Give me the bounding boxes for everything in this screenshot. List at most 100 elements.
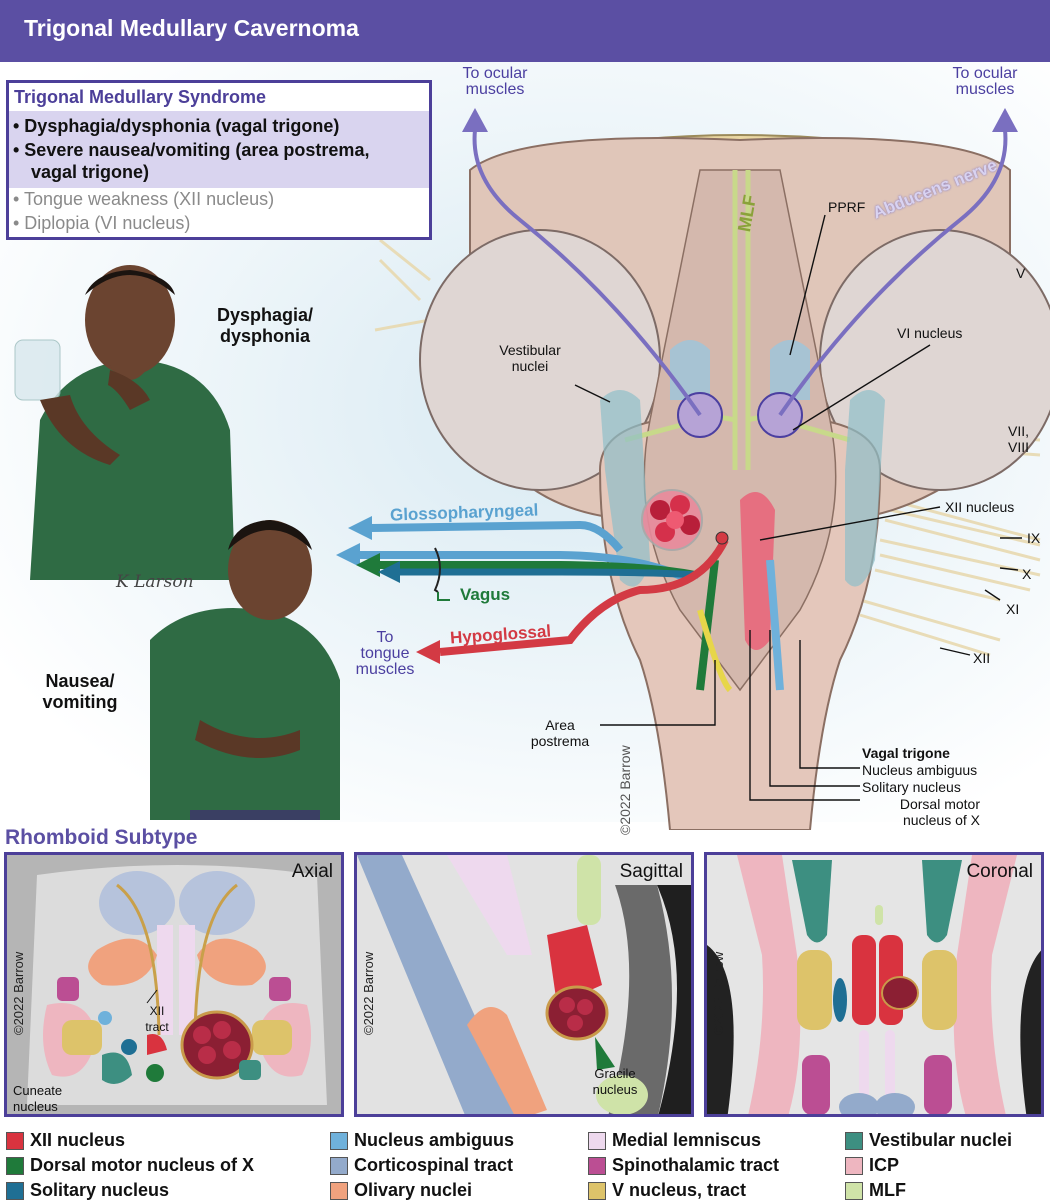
legend-item-medial-lemniscus: Medial lemniscus: [588, 1130, 761, 1151]
patient-nausea-figure: [150, 520, 340, 820]
legend-swatch: [588, 1156, 606, 1175]
label-pprf: PPRF: [828, 199, 866, 215]
label-cuneate-nucleus: Cuneate nucleus: [13, 1083, 63, 1114]
label-xii-tract: XII tract: [145, 1004, 169, 1034]
legend-swatch: [588, 1131, 606, 1150]
vestibular-nuclei-right: [845, 390, 885, 587]
legend-item-spinothalamic: Spinothalamic tract: [588, 1155, 779, 1176]
pprf-left: [670, 340, 710, 400]
vestibular-nuclei-left: [600, 390, 650, 587]
label-to-ocular-right: To ocular muscles: [952, 65, 1018, 98]
legend-swatch: [845, 1181, 863, 1200]
legend-item-dorsal-motor: Dorsal motor nucleus of X: [6, 1155, 254, 1176]
abducens-nerve-left: [472, 129, 702, 417]
page-title: Trigonal Medullary Cavernoma: [24, 15, 359, 41]
legend-swatch: [330, 1131, 348, 1150]
label-xii: XII: [973, 650, 991, 666]
syndrome-highlight-band: [9, 111, 429, 188]
legend-item-olivary: Olivary nuclei: [330, 1180, 472, 1200]
legend-item-mlf: MLF: [845, 1180, 906, 1200]
label-to-tongue-muscles: To tongue muscles: [355, 629, 415, 678]
panel-coronal: Coronal ©2022 Barrow: [704, 852, 1044, 1117]
brainstem-illustration: [336, 108, 1050, 830]
axial-diagram: [7, 855, 341, 1114]
panel-copyright-sagittal: ©2022 Barrow: [361, 951, 376, 1035]
syndrome-item-dysphagia: • Dysphagia/dysphonia (vagal trigone): [13, 116, 340, 136]
label-dorsal-motor-nucleus: Dorsal motor nucleus of X: [899, 796, 980, 828]
subtype-heading: Rhomboid Subtype: [5, 826, 198, 849]
panel-title-coronal: Coronal: [966, 861, 1033, 882]
syndrome-item-tongue: • Tongue weakness (XII nucleus): [13, 189, 275, 209]
syndrome-item-nausea: • Severe nausea/vomiting (area postrema,: [13, 140, 370, 160]
patients-illustration: [14, 265, 340, 820]
label-xi: XI: [1006, 601, 1020, 617]
panel-title-axial: Axial: [291, 861, 333, 882]
solitary-nucleus-strip: [766, 559, 784, 691]
hypoglossal-nerve: [416, 531, 729, 664]
legend-label: MLF: [869, 1180, 906, 1200]
legend-item-solitary: Solitary nucleus: [6, 1180, 169, 1200]
legend-label: XII nucleus: [30, 1130, 126, 1150]
label-ix: IX: [1027, 530, 1041, 546]
legend-label: Dorsal motor nucleus of X: [30, 1155, 255, 1175]
legend-label: Nucleus ambiguus: [354, 1130, 515, 1150]
panel-sagittal: Sagittal ©2022 Barrow Gracile nucleus: [354, 852, 694, 1117]
legend-label: Olivary nuclei: [354, 1180, 473, 1200]
copyright-main: ©2022 Barrow: [617, 745, 633, 835]
legend-label: Solitary nucleus: [30, 1180, 170, 1200]
legend-label: Medial lemniscus: [612, 1130, 762, 1150]
legend-swatch: [845, 1156, 863, 1175]
label-dysphagia: Dysphagia/ dysphonia: [216, 305, 314, 346]
sagittal-diagram: [357, 855, 691, 1114]
legend-label: ICP: [869, 1155, 900, 1175]
cavernoma: [641, 489, 703, 551]
panel-title-sagittal: Sagittal: [619, 861, 683, 882]
label-vagal-trigone: Vagal trigone: [862, 745, 950, 761]
legend-swatch: [845, 1131, 863, 1150]
legend-item-corticospinal: Corticospinal tract: [330, 1155, 513, 1176]
legend-swatch: [330, 1156, 348, 1175]
legend-swatch: [588, 1181, 606, 1200]
label-x: X: [1022, 566, 1032, 582]
label-gracile-nucleus: Gracile nucleus: [592, 1066, 638, 1097]
legend-swatch: [330, 1181, 348, 1200]
label-solitary-nucleus: Solitary nucleus: [862, 779, 961, 795]
label-to-ocular-left: To ocular muscles: [462, 65, 528, 98]
title-bar: Trigonal Medullary Cavernoma: [0, 0, 1050, 62]
xii-nucleus-main: [740, 492, 775, 650]
legend-item-nucleus-ambiguus: Nucleus ambiguus: [330, 1130, 514, 1151]
leader-lines: [574, 214, 1022, 801]
syndrome-heading: Trigonal Medullary Syndrome: [9, 83, 429, 111]
label-nucleus-ambiguus: Nucleus ambiguus: [862, 762, 978, 778]
label-vestibular-nuclei: Vestibular nuclei: [499, 342, 561, 374]
illustrator-signature: K Larson: [116, 572, 194, 592]
label-xii-nucleus: XII nucleus: [945, 499, 1015, 515]
panel-copyright-coronal: ©2022 Barrow: [711, 951, 726, 1035]
legend-label: Vestibular nuclei: [869, 1130, 1013, 1150]
legend-item-v-nucleus: V nucleus, tract: [588, 1180, 746, 1200]
syndrome-item-nausea-cont: vagal trigone): [31, 162, 150, 182]
label-nausea: Nausea/ vomiting: [42, 671, 118, 712]
abducens-nerve-right: [778, 129, 1008, 417]
glossopharyngeal-nerve: [348, 516, 624, 553]
label-vagus: Vagus: [460, 585, 511, 604]
label-vii-viii: VII, VIII: [1008, 423, 1030, 455]
syndrome-box: Trigonal Medullary Syndrome • Dysphagia/…: [6, 80, 432, 240]
label-vi-nucleus: VI nucleus: [897, 325, 963, 341]
legend-label: Corticospinal tract: [354, 1155, 514, 1175]
syndrome-item-diplopia: • Diplopia (VI nucleus): [13, 213, 191, 233]
area-postrema-strip: [697, 609, 733, 693]
label-area-postrema: Area postrema: [530, 717, 590, 749]
legend-item-icp: ICP: [845, 1155, 899, 1176]
label-v: V: [1016, 265, 1026, 281]
legend-swatch: [6, 1131, 24, 1150]
legend-swatch: [6, 1156, 24, 1175]
legend-item-vestibular: Vestibular nuclei: [845, 1130, 1012, 1151]
ocular-arrow-left: [462, 108, 488, 132]
legend-label: V nucleus, tract: [612, 1180, 747, 1200]
panel-copyright-axial: ©2022 Barrow: [11, 951, 26, 1035]
patient-dysphagia-figure: [14, 265, 235, 580]
vagus-nerve-bundle: [336, 543, 699, 601]
pprf-right: [770, 340, 810, 400]
